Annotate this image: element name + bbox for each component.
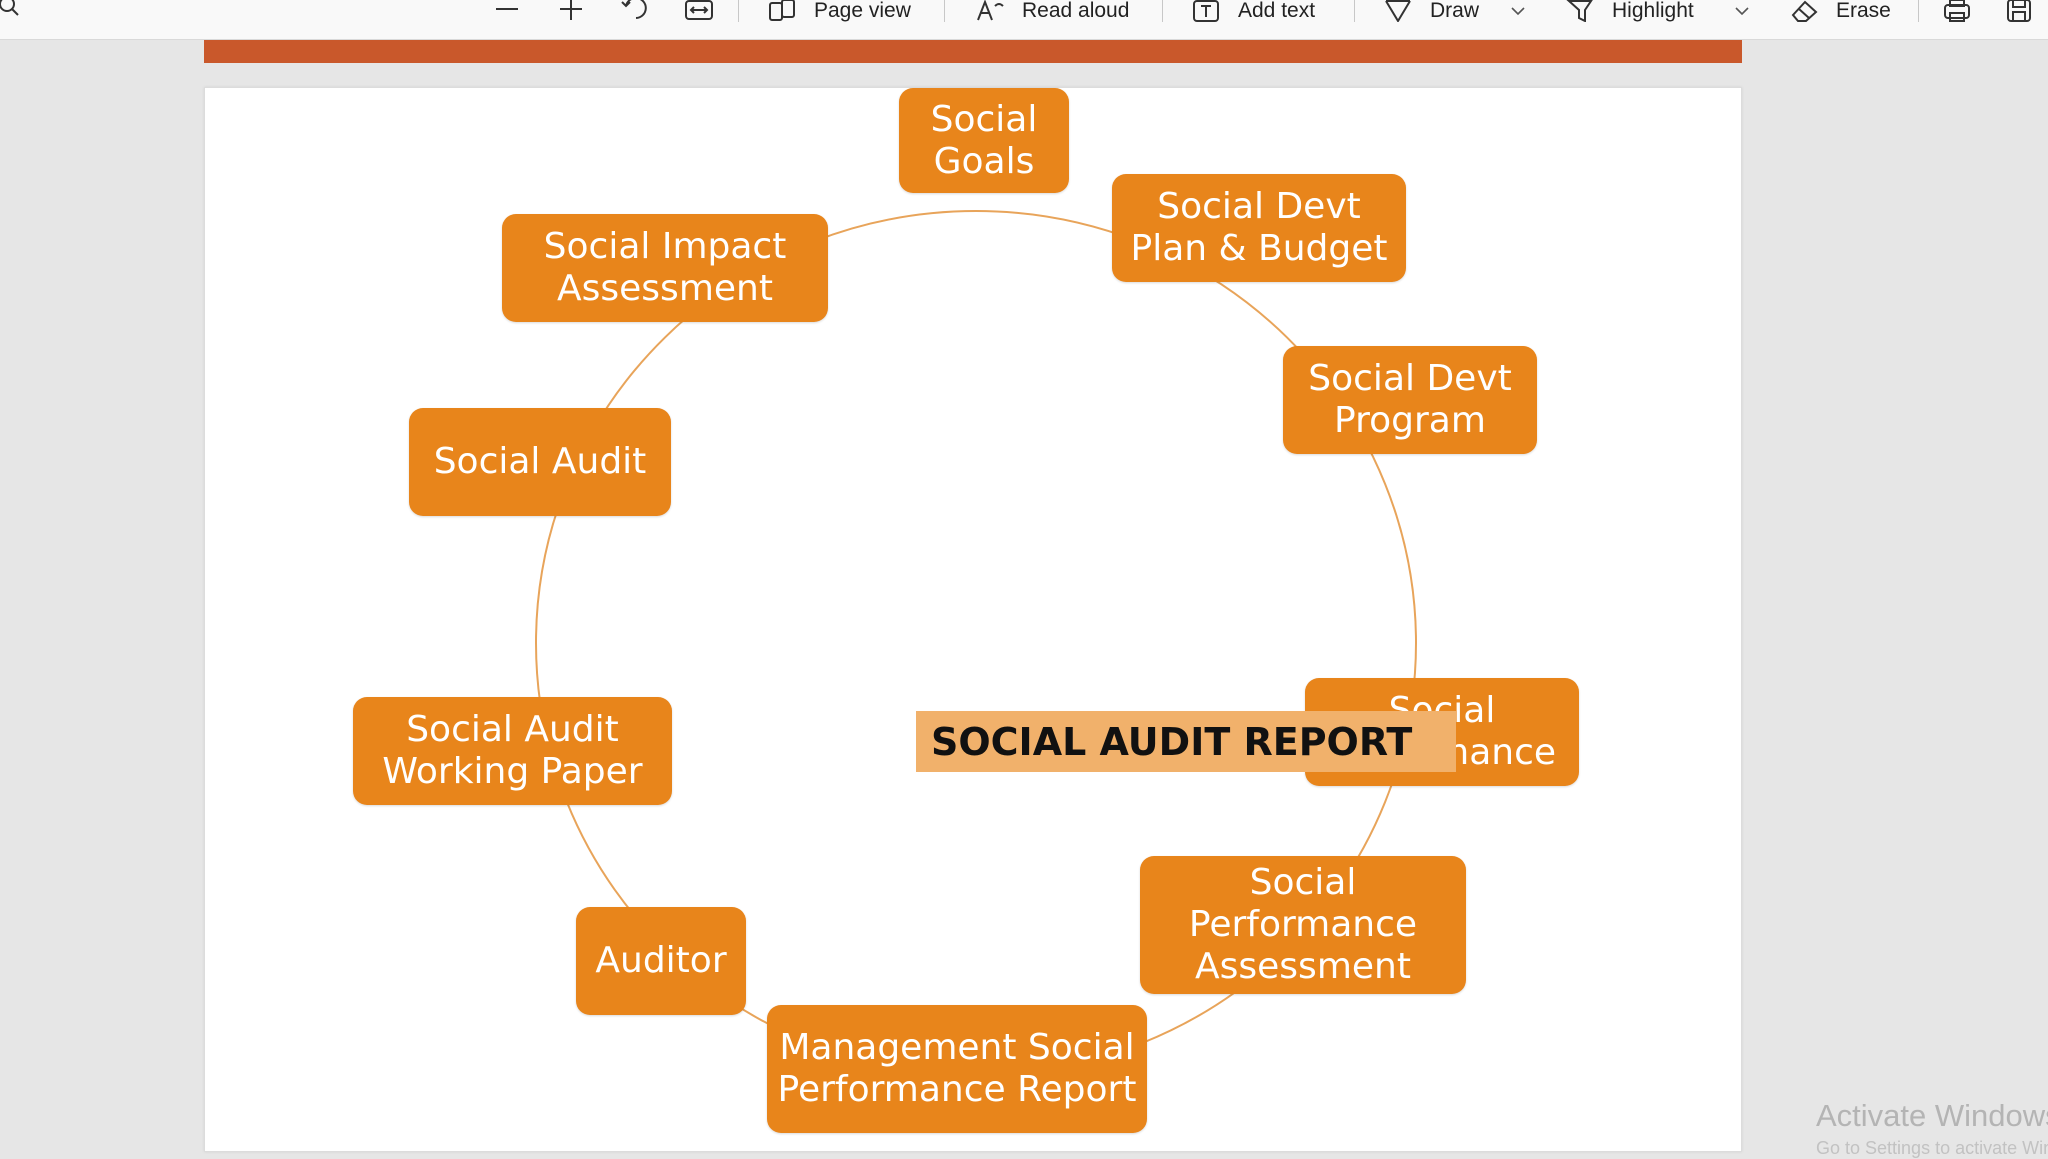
page-view-button[interactable]: Page view	[768, 0, 911, 22]
highlight-label: Highlight	[1612, 0, 1694, 22]
draw-button[interactable]: Draw	[1384, 0, 1479, 22]
previous-page-accent-bar	[204, 40, 1742, 63]
erase-button[interactable]: Erase	[1790, 0, 1891, 22]
cycle-connectors	[535, 210, 1417, 1076]
node-social-audit: Social Audit	[409, 408, 671, 516]
add-text-label: Add text	[1238, 0, 1316, 22]
draw-label: Draw	[1430, 0, 1480, 22]
fit-width-icon	[685, 0, 713, 20]
plus-icon	[560, 0, 582, 20]
node-auditor: Auditor	[576, 907, 746, 1015]
save-icon	[2007, 0, 2031, 22]
add-text-button[interactable]: Add text	[1192, 0, 1315, 22]
chevron-down-icon	[1511, 7, 1525, 16]
save-button[interactable]	[2006, 0, 2034, 22]
fit-width-button[interactable]	[684, 0, 714, 22]
node-social-devt-program: Social Devt Program	[1283, 346, 1537, 454]
node-social-goals: Social Goals	[899, 88, 1069, 193]
slide-center-title: SOCIAL AUDIT REPORT	[916, 711, 1456, 772]
draw-icon	[1385, 0, 1411, 22]
node-social-impact-assessment: Social Impact Assessment	[502, 214, 828, 322]
minus-icon	[496, 8, 518, 10]
rotate-button[interactable]	[620, 0, 650, 22]
read-aloud-label: Read aloud	[1022, 0, 1130, 22]
erase-label: Erase	[1836, 0, 1891, 22]
zoom-out-button[interactable]	[494, 0, 520, 22]
add-text-icon	[1193, 0, 1219, 22]
toolbar-divider	[738, 0, 739, 22]
draw-options-dropdown[interactable]	[1510, 0, 1526, 22]
toolbar-divider	[1354, 0, 1355, 22]
print-icon	[1944, 0, 1970, 22]
read-aloud-icon	[977, 0, 1004, 21]
pdf-toolbar: Page view Read aloud Add text Draw Highl…	[0, 0, 2048, 40]
node-social-devt-plan-budget: Social Devt Plan & Budget	[1112, 174, 1406, 282]
page-view-label: Page view	[814, 0, 911, 22]
node-social-audit-working-paper: Social Audit Working Paper	[353, 697, 672, 805]
rotate-icon	[621, 0, 647, 19]
zoom-in-button[interactable]	[558, 0, 584, 22]
read-aloud-button[interactable]: Read aloud	[976, 0, 1129, 22]
highlight-options-dropdown[interactable]	[1734, 0, 1750, 22]
activate-windows-subtext: Go to Settings to activate Windows.	[1816, 1138, 2048, 1158]
page-view-icon	[769, 0, 795, 21]
toolbar-divider	[1162, 0, 1163, 22]
slide-page: Social Goals Social Devt Plan & Budget S…	[204, 87, 1742, 1152]
highlight-icon	[1566, 0, 1593, 22]
print-button[interactable]	[1942, 0, 1972, 22]
eraser-icon	[1791, 0, 1818, 22]
search-icon[interactable]	[0, 0, 22, 22]
toolbar-divider	[1918, 0, 1919, 22]
chevron-down-icon	[1735, 7, 1749, 16]
node-social-performance-assessment: Social Performance Assessment	[1140, 856, 1466, 994]
activate-windows-watermark: Activate Windows	[1816, 1098, 2048, 1133]
highlight-button[interactable]: Highlight	[1566, 0, 1694, 22]
node-management-social-performance-report: Management Social Performance Report	[767, 1005, 1147, 1133]
toolbar-divider	[944, 0, 945, 22]
